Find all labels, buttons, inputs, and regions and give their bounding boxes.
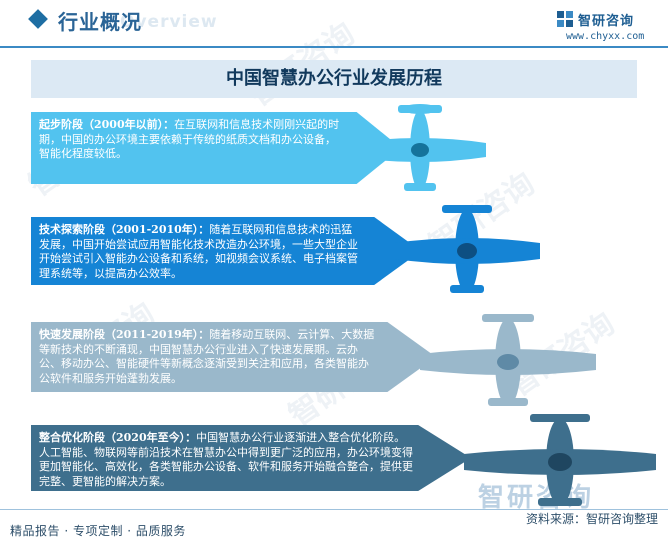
chart-title: 中国智慧办公行业发展历程 <box>226 68 442 89</box>
brand: 智研咨询 www.chyxx.com <box>556 8 656 44</box>
airplane-icon <box>394 205 540 293</box>
source-note: 资料来源：智研咨询整理 <box>525 512 658 526</box>
stage-1-body: 在互联网和信息技术刚刚兴起的时期，中国的办公环境主要依赖于传统的纸质文档和办公设… <box>39 118 340 160</box>
stage-3: 快速发展阶段（2011-2019年）：随着移动互联网、云计算、大数据等新技术的不… <box>31 322 436 392</box>
airplane-icon <box>350 104 486 191</box>
brand-url: www.chyxx.com <box>566 31 645 42</box>
brand-name: 智研咨询 <box>578 14 635 29</box>
page-header: Overview 行业概况 智研咨询 www.chyxx.com <box>0 0 668 44</box>
stage-1-bubble: 起步阶段（2000年以前）：在互联网和信息技术刚刚兴起的时期，中国的办公环境主要… <box>31 112 401 184</box>
stage-2-heading: 技术探索阶段（2001-2010年）： <box>39 223 210 236</box>
brand-logo-icon <box>557 11 573 27</box>
stage-3-heading: 快速发展阶段（2011-2019年）： <box>39 328 210 341</box>
stage-2-body: 随着互联网和信息技术的迅猛发展，中国开始尝试应用智能化技术改造办公环境，一些大型… <box>39 223 358 280</box>
stage-4-heading: 整合优化阶段（2020年至今）： <box>39 431 197 444</box>
stage-4: 整合优化阶段（2020年至今）：中国智慧办公行业逐渐进入整合优化阶段。人工智能、… <box>31 425 471 491</box>
page-title: 行业概况 <box>58 10 142 34</box>
stage-4-bubble: 整合优化阶段（2020年至今）：中国智慧办公行业逐渐进入整合优化阶段。人工智能、… <box>31 425 471 491</box>
diamond-icon <box>28 9 48 29</box>
stage-1-heading: 起步阶段（2000年以前）： <box>39 118 175 131</box>
stage-2-bubble: 技术探索阶段（2001-2010年）：随着互联网和信息技术的迅猛发展，中国开始尝… <box>31 217 421 285</box>
airplane-icon <box>464 414 656 506</box>
stage-2: 技术探索阶段（2001-2010年）：随着互联网和信息技术的迅猛发展，中国开始尝… <box>31 217 421 285</box>
stage-3-bubble: 快速发展阶段（2011-2019年）：随着移动互联网、云计算、大数据等新技术的不… <box>31 322 436 392</box>
title-banner: 中国智慧办公行业发展历程 <box>31 60 637 98</box>
footer-divider <box>0 509 668 510</box>
header-overview-text: Overview <box>120 12 218 32</box>
stage-4-body: 中国智慧办公行业逐渐进入整合优化阶段。人工智能、物联网等前沿技术在智慧办公中得到… <box>39 431 413 488</box>
header-divider <box>0 46 668 48</box>
stage-3-body: 随着移动互联网、云计算、大数据等新技术的不断涌现，中国智慧办公行业进入了快速发展… <box>39 328 375 385</box>
footer-slogan: 精品报告 · 专项定制 · 品质服务 <box>10 524 186 538</box>
stage-1: 起步阶段（2000年以前）：在互联网和信息技术刚刚兴起的时期，中国的办公环境主要… <box>31 112 401 184</box>
airplane-icon <box>420 314 596 406</box>
